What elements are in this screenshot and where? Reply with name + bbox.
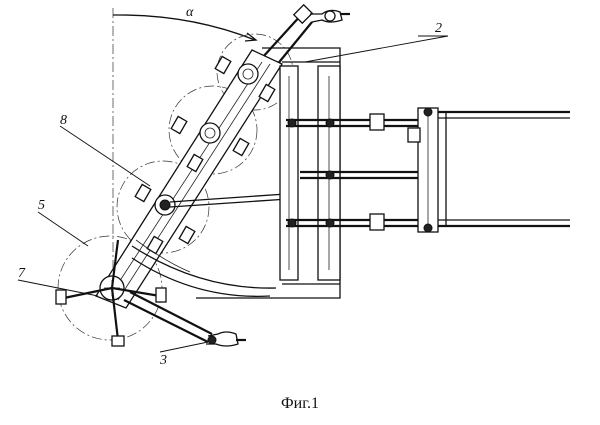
tine-stub xyxy=(134,183,152,203)
hub-middle-inner xyxy=(159,199,171,211)
curved-guide-outer xyxy=(131,245,277,289)
inclined-beam-inner-line xyxy=(109,61,263,297)
leader-part5 xyxy=(37,211,89,247)
hitch-bolt xyxy=(423,223,433,233)
spoke-tip xyxy=(55,289,67,305)
leader-part7 xyxy=(17,279,99,297)
tine-stub xyxy=(232,137,250,157)
tine-stub xyxy=(214,55,232,75)
curved-guide-inner xyxy=(131,257,271,297)
label-part-5: 5 xyxy=(38,198,45,213)
leader-part2 xyxy=(304,35,449,63)
label-part-7: 7 xyxy=(18,266,26,281)
rod-nut xyxy=(325,218,335,228)
lower-rod-side xyxy=(129,291,213,335)
upper-handle xyxy=(310,9,343,23)
figure-caption: Фиг.1 xyxy=(281,395,319,412)
hub-top-inner xyxy=(242,68,254,80)
spoke-tip xyxy=(155,287,167,303)
spoke xyxy=(63,286,113,300)
upper-rod-clamp xyxy=(292,3,314,25)
rod-coupler xyxy=(369,213,385,231)
hub-top xyxy=(237,63,259,85)
label-part-8: 8 xyxy=(60,113,67,128)
link-rod xyxy=(169,193,287,203)
lower-handle-knob xyxy=(207,335,217,345)
upper-handle-knob xyxy=(324,10,336,22)
curved-guide-slot xyxy=(135,239,191,273)
rod-nut xyxy=(325,118,335,128)
tine-stubs xyxy=(134,55,276,255)
curved-guide xyxy=(131,239,277,297)
upper-rod-assembly xyxy=(261,3,350,67)
spoke xyxy=(110,239,120,289)
angle-arc xyxy=(112,14,256,41)
angle-symbol: α xyxy=(186,5,194,20)
tine-stub xyxy=(170,115,188,135)
link-rod-2 xyxy=(169,198,289,208)
inclined-beam xyxy=(95,49,283,309)
label-part-2: 2 xyxy=(435,21,442,36)
label-part-3: 3 xyxy=(159,353,167,368)
lower-rod xyxy=(123,299,209,343)
leader-part8 xyxy=(59,125,151,187)
spoke-tip xyxy=(111,335,125,347)
leader-part3 xyxy=(159,341,209,353)
hitch-bolt xyxy=(423,107,433,117)
angle-arc-arrow xyxy=(244,32,258,42)
upper-rod xyxy=(261,13,303,59)
lower-rod-assembly xyxy=(123,291,246,347)
hitch-bracket xyxy=(407,107,570,233)
spoke xyxy=(110,287,120,341)
hub-upper xyxy=(199,122,221,144)
rake-wheel-circle-middle xyxy=(116,160,210,254)
rake-wheel-circle-upper xyxy=(168,85,258,175)
spoke xyxy=(111,286,161,298)
tine-stub xyxy=(178,225,196,245)
rod-nut xyxy=(287,218,297,228)
rod-nut xyxy=(325,170,335,180)
hub-upper-inner xyxy=(204,127,216,139)
bottom-star-wheel xyxy=(55,239,167,347)
leader-lines xyxy=(17,35,449,353)
inclined-beam-inner-line-2 xyxy=(117,63,271,301)
horizontal-rods xyxy=(286,113,420,231)
tine-stub xyxy=(258,83,276,103)
rod-nut xyxy=(287,118,297,128)
upper-rod-side xyxy=(275,21,313,67)
rod-coupler xyxy=(369,113,385,131)
hitch-clamp-top xyxy=(407,127,421,143)
tine-stub xyxy=(186,153,204,173)
